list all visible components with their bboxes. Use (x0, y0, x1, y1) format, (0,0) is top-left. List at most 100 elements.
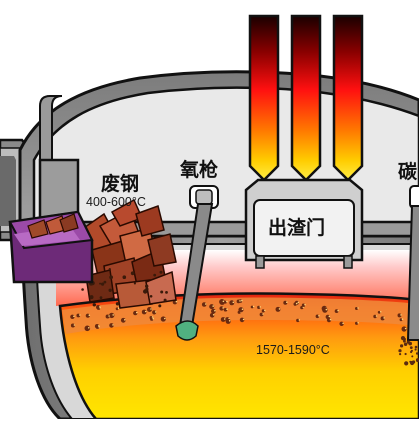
dot (408, 341, 413, 346)
dot (163, 298, 167, 302)
dot (124, 319, 126, 321)
dot (149, 295, 153, 298)
dot (153, 273, 157, 277)
dot (415, 352, 419, 355)
dot (99, 306, 101, 309)
dot (409, 346, 413, 349)
dot (241, 308, 244, 311)
dot (84, 325, 91, 332)
dot (108, 268, 111, 271)
dot (264, 309, 266, 312)
dot (399, 318, 403, 322)
dot (92, 303, 97, 307)
dot (377, 310, 381, 314)
dot (226, 308, 228, 311)
dot (101, 282, 105, 286)
dot (252, 305, 255, 308)
dot (304, 303, 306, 306)
dot (404, 361, 409, 366)
dot (383, 317, 385, 319)
scrap-temp-label: 400-600°C (86, 195, 146, 209)
dot (375, 315, 378, 317)
dot (108, 288, 112, 292)
dot (73, 324, 76, 326)
dot (328, 315, 331, 318)
dot (357, 307, 359, 309)
dot (115, 307, 119, 311)
scrap-chute (8, 210, 94, 284)
dot (342, 322, 344, 325)
dot (158, 304, 162, 308)
dot (357, 322, 359, 324)
dot (225, 318, 231, 324)
dot (164, 317, 166, 320)
electrode-2 (290, 14, 322, 182)
dot (133, 282, 136, 285)
carbon-injector (398, 185, 419, 366)
oxygen-lance-label: 氧枪 (180, 158, 218, 181)
dot (411, 355, 414, 358)
dot (99, 296, 103, 299)
dot (136, 311, 138, 314)
dot (152, 317, 154, 320)
dot (219, 299, 225, 305)
dot (103, 280, 107, 284)
dot (165, 291, 168, 294)
dot (297, 301, 300, 304)
scrap-debris-dots (81, 268, 168, 308)
dot (88, 314, 91, 317)
dot (99, 282, 102, 285)
dot (81, 288, 84, 291)
melt-temp-label: 1570-1590°C (256, 343, 330, 357)
dot (222, 307, 224, 309)
dot (232, 301, 235, 304)
dot (151, 316, 154, 318)
dot (112, 324, 114, 326)
molten-bath (58, 292, 419, 421)
dot (223, 318, 226, 320)
dot (400, 336, 406, 341)
dot (322, 307, 328, 313)
dot (404, 327, 407, 330)
dot (403, 339, 406, 343)
dot (410, 349, 413, 352)
dot (228, 320, 231, 322)
dot (204, 303, 207, 305)
dot (109, 312, 115, 319)
dot (400, 314, 402, 316)
dot (175, 300, 178, 303)
dot (379, 311, 382, 313)
dot (401, 318, 404, 321)
dot (295, 302, 298, 305)
dot (278, 308, 281, 310)
dot (325, 308, 328, 311)
oxygen-lance (175, 185, 219, 341)
dot (79, 314, 81, 316)
dot (108, 315, 110, 317)
dot (89, 295, 94, 300)
dot (212, 314, 215, 316)
dot (145, 287, 149, 291)
scrap-label: 废钢 (101, 172, 139, 195)
dot (403, 342, 408, 346)
carbon-label: 碳 (398, 160, 418, 183)
dot (214, 309, 216, 312)
dot (117, 307, 120, 310)
dot (222, 300, 225, 303)
dot (112, 314, 114, 316)
dot (242, 318, 245, 321)
dot (88, 327, 90, 329)
dot (144, 310, 147, 313)
dot (98, 325, 100, 328)
scrap-pile (77, 198, 177, 309)
dot (150, 308, 152, 310)
dot (318, 315, 320, 317)
dot (250, 305, 254, 309)
dot (226, 300, 228, 303)
dot (159, 270, 163, 274)
dot (398, 349, 402, 353)
dot (401, 326, 407, 332)
dot (109, 275, 113, 280)
